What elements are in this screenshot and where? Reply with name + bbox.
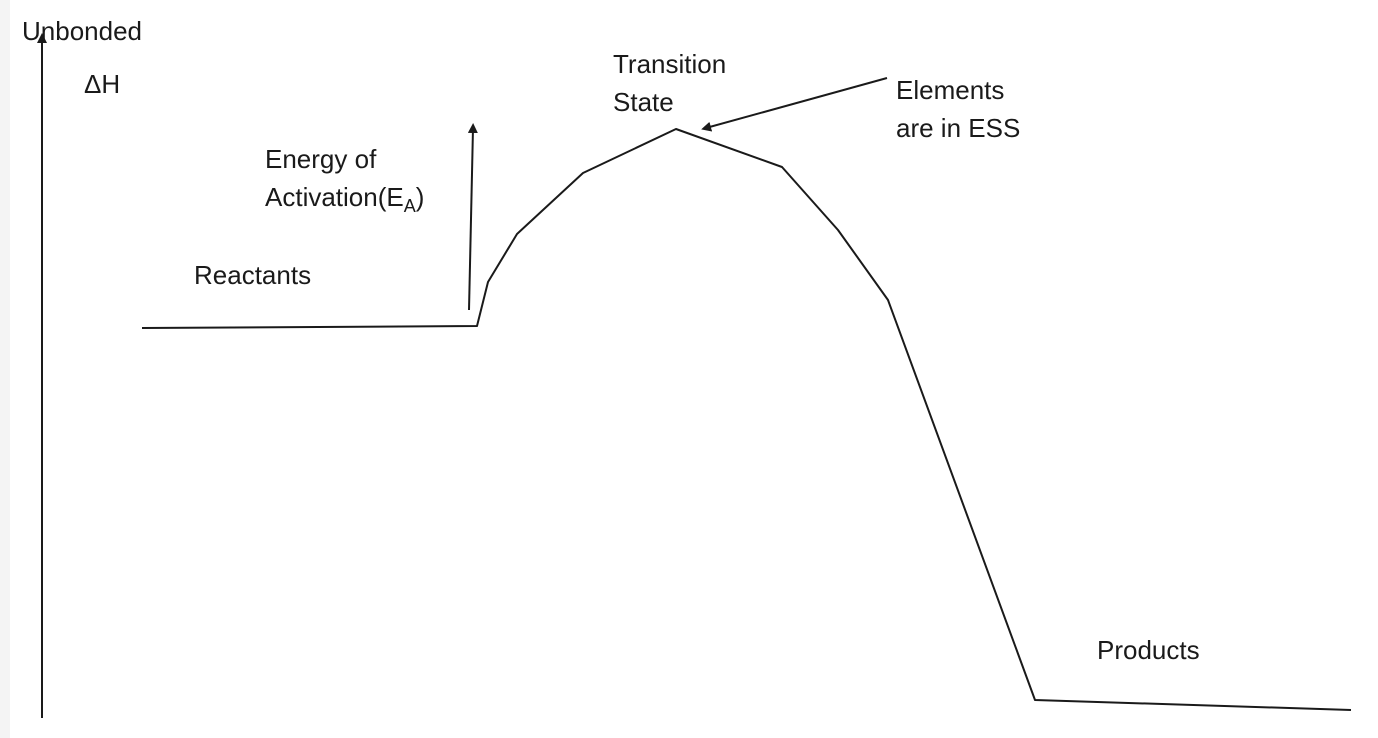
- activation-energy-arrow: [467, 123, 478, 311]
- y-axis-top-label: Unbonded: [22, 16, 142, 46]
- ess-pointer-arrow: [701, 77, 888, 132]
- elements-ess-label: Elements are in ESS: [896, 71, 1020, 147]
- activation-line1: Energy of: [265, 144, 377, 174]
- activation-energy-label: Energy of Activation(EA): [265, 140, 424, 216]
- transition-state-label: Transition State: [613, 45, 726, 121]
- activation-line2: Activation(EA): [265, 178, 424, 216]
- y-axis-symbol-label: ΔH: [84, 69, 121, 99]
- reaction-energy-curve: [141, 128, 1352, 711]
- products-label: Products: [1097, 635, 1200, 665]
- activation-subscript: A: [403, 196, 416, 216]
- elements-line2: are in ESS: [896, 113, 1021, 143]
- diagram-canvas: Unbonded ΔH Energy of Activation(EA) Rea…: [10, 0, 1378, 738]
- transition-line2: State: [613, 87, 674, 117]
- energy-diagram-svg: [37, 33, 1352, 718]
- activation-main: Activation(E: [265, 182, 404, 212]
- reactants-label: Reactants: [194, 260, 312, 290]
- activation-close: ): [415, 182, 425, 212]
- transition-line1: Transition: [613, 49, 727, 79]
- elements-line1: Elements: [896, 75, 1005, 105]
